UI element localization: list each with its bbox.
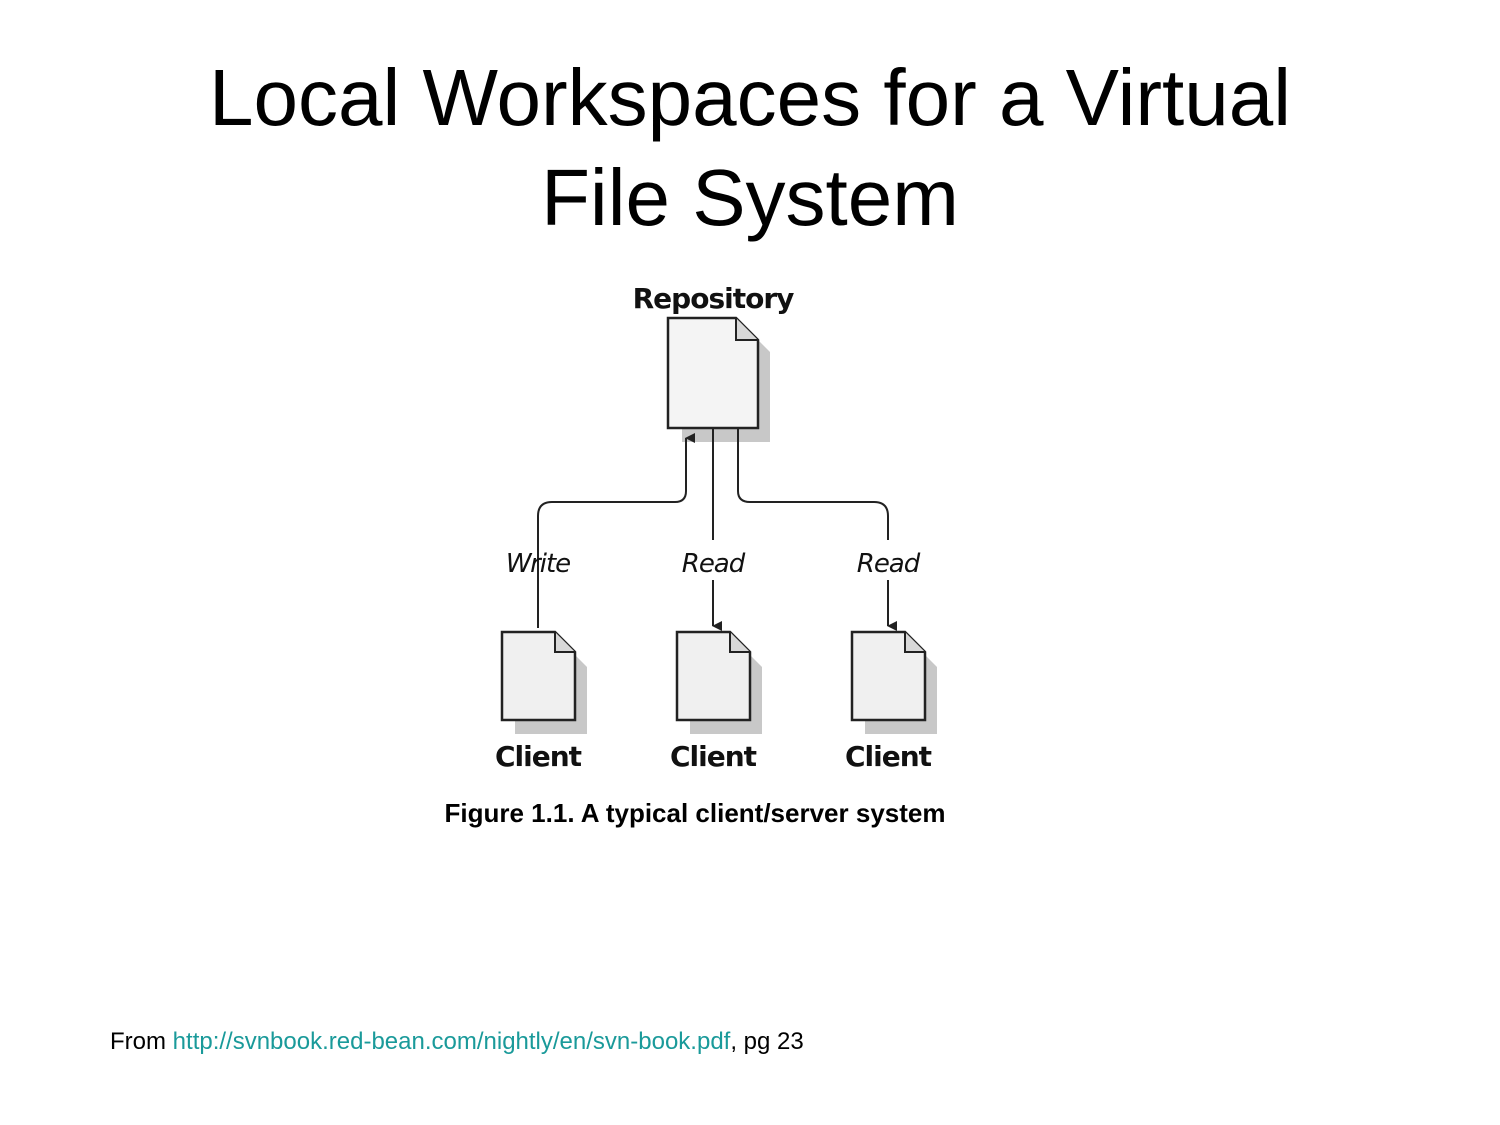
edge-label-write: Write [506, 549, 570, 579]
read-connector-right [737, 428, 889, 540]
repository-label: Repository [633, 282, 795, 315]
slide-title-line-1: Local Workspaces for a Virtual [209, 53, 1291, 142]
repository-document-icon [666, 316, 770, 442]
client-document-icon [850, 630, 937, 734]
write-connector [537, 433, 695, 628]
edge-label-read-right: Read [857, 549, 921, 579]
source-prefix: From [110, 1028, 173, 1055]
client-label: Client [670, 740, 757, 773]
source-suffix: , pg 23 [730, 1028, 804, 1055]
slide-title: Local Workspaces for a Virtual File Syst… [0, 48, 1500, 248]
source-citation: From http://svnbook.red-bean.com/nightly… [110, 1028, 804, 1056]
client-label: Client [845, 740, 932, 773]
client-document-icon [675, 630, 762, 734]
source-link[interactable]: http://svnbook.red-bean.com/nightly/en/s… [172, 1028, 731, 1055]
edge-label-read-center: Read [682, 549, 746, 579]
client-server-diagram: Repository Write Read Read Client Client… [495, 282, 937, 773]
client-document-icon [500, 630, 587, 734]
client-label: Client [495, 740, 582, 773]
slide-title-line-2: File System [541, 153, 959, 242]
figure-caption: Figure 1.1. A typical client/server syst… [444, 798, 946, 828]
